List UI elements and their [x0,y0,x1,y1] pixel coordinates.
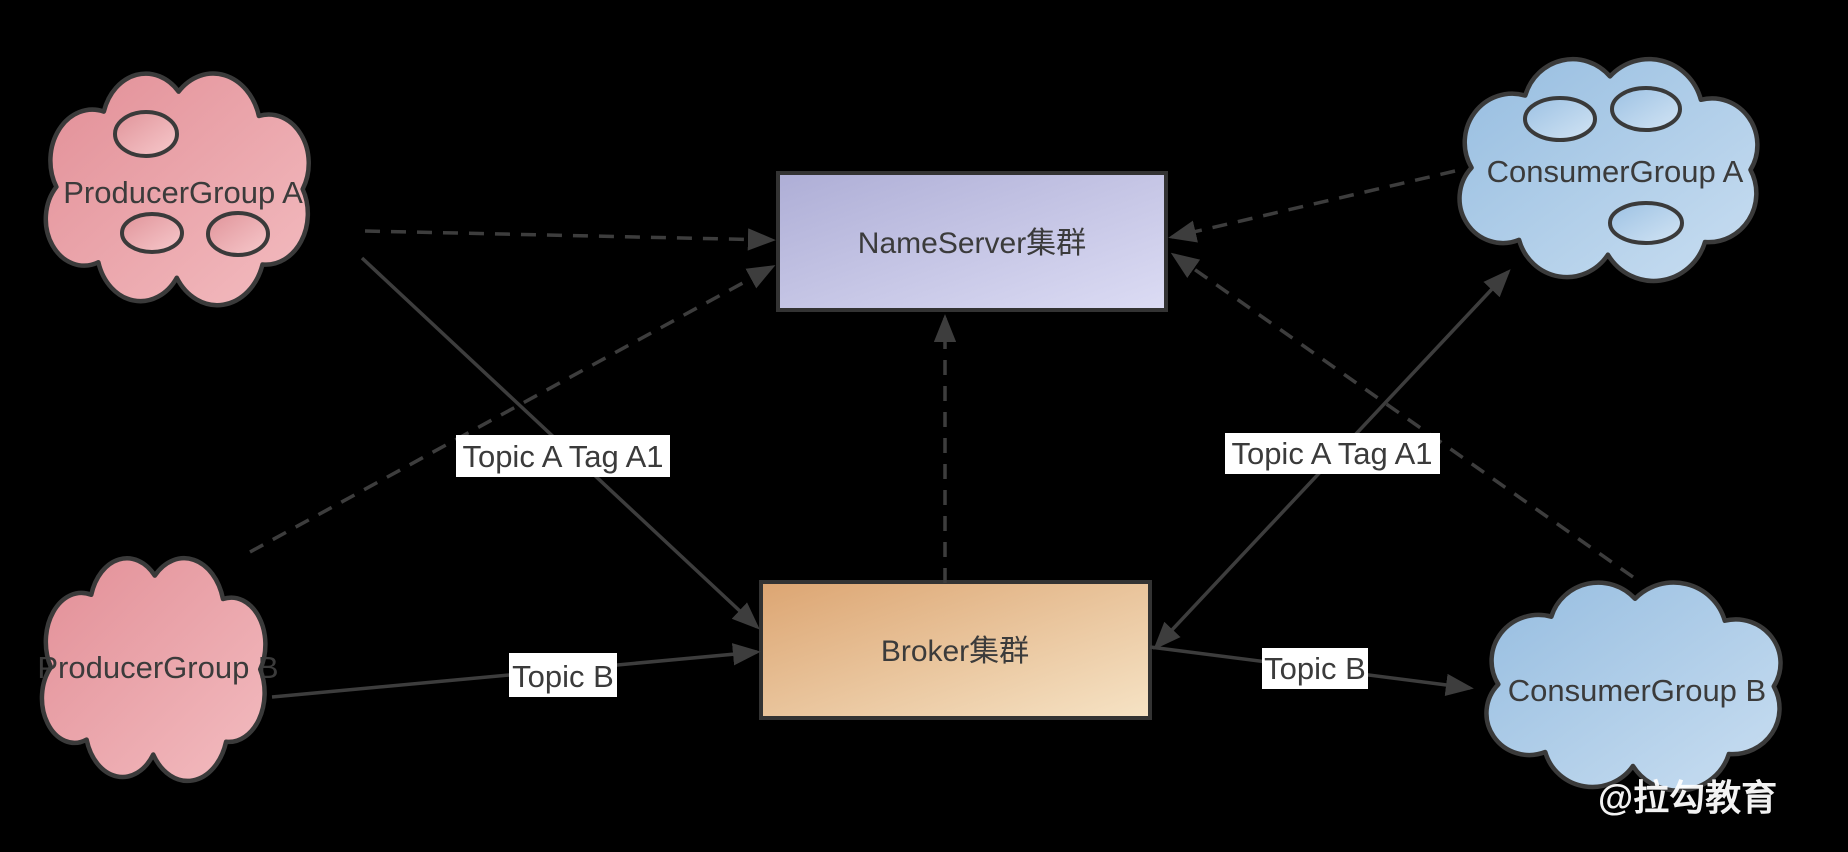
node-consumer-group-b: ConsumerGroup B [1486,583,1780,791]
edge-producer-b-to-nameserver [249,265,776,554]
label-bg [1262,648,1368,689]
label-bg [1225,433,1440,474]
producer-instance-ellipse [120,212,184,254]
edge-labels: Topic A Tag A1 Topic B Topic A Tag A1 To… [456,433,1440,697]
producer-topic-b-label: Topic B [512,659,614,694]
consumer-instance-ellipse [1610,86,1682,132]
node-consumer-group-a: ConsumerGroup A [1460,59,1758,281]
node-nameserver-cluster: NameServer集群 [776,171,1168,312]
node-broker-cluster: Broker集群 [759,580,1152,720]
node-producer-group-a: ProducerGroup A [46,74,309,306]
nameserver-label: NameServer集群 [858,227,1086,260]
cloud-shape [1486,583,1780,791]
producer-instance-ellipse [113,110,179,158]
producer-topic-a-label: Topic A Tag A1 [462,439,663,474]
consumer-group-b-label: ConsumerGroup B [1508,673,1766,708]
cloud-shape [42,558,265,781]
edge-consumer-b-to-nameserver [1170,252,1635,579]
producer-group-a-label: ProducerGroup A [63,175,303,210]
consumer-instance-ellipse [1608,201,1684,245]
label-bg [456,435,670,477]
producer-instance-ellipse [206,211,270,257]
consumer-topic-a-label: Topic A Tag A1 [1231,436,1432,471]
edge-consumer-a-to-nameserver [1168,169,1456,243]
label-bg [509,653,617,697]
consumer-instance-ellipse [1523,96,1597,142]
consumer-topic-b-label: Topic B [1264,651,1366,686]
broker-label: Broker集群 [881,635,1029,668]
nameserver-box [776,171,1168,312]
node-producer-group-b: ProducerGroup B [37,558,279,781]
broker-box [759,580,1152,720]
edge-producer-a-to-nameserver [364,228,776,251]
consumer-group-a-label: ConsumerGroup A [1487,154,1744,189]
producer-group-b-label: ProducerGroup B [37,650,278,685]
watermark-text: @拉勾教育 [1598,777,1777,818]
